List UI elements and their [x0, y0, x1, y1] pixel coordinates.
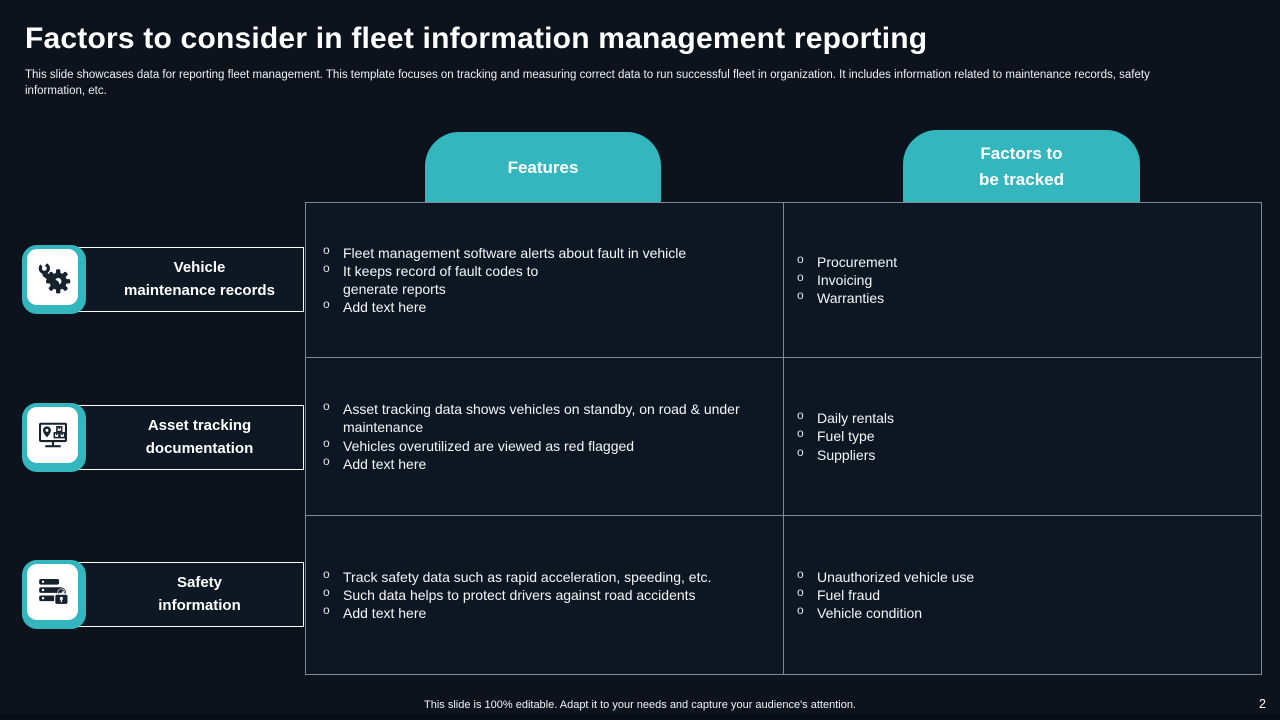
row-label-vehicle-maintenance-records: Vehicle maintenance records [57, 247, 304, 312]
feature-list: Asset tracking data shows vehicles on st… [320, 399, 740, 473]
feature-list: Fleet management software alerts about f… [320, 243, 686, 316]
factor-item: Procurement [794, 252, 897, 271]
feature-item: Track safety data such as rapid accelera… [320, 567, 711, 586]
feature-item: Fleet management software alerts about f… [320, 243, 686, 262]
features-cell-vehicle-maintenance: Fleet management software alerts about f… [306, 203, 784, 358]
features-cell-safety-information: Track safety data such as rapid accelera… [306, 516, 784, 674]
column-header-features-label: Features [507, 157, 579, 177]
row-label-text: Safety information [158, 574, 241, 614]
column-header-factors-label: Factors to be tracked [978, 144, 1065, 189]
factor-item: Invoicing [794, 270, 897, 289]
row-label-safety-information: Safety information [57, 562, 304, 627]
feature-item: Add text here [320, 454, 740, 473]
factor-item: Unauthorized vehicle use [794, 567, 974, 586]
icon-tile-asset-tracking [22, 403, 86, 472]
wrench-gear-icon [27, 249, 78, 305]
factor-item: Fuel fraud [794, 585, 974, 604]
features-cell-asset-tracking: Asset tracking data shows vehicles on st… [306, 358, 784, 516]
feature-item: Add text here [320, 297, 686, 316]
icon-tile-safety-information [22, 560, 86, 629]
fleet-reporting-table: Fleet management software alerts about f… [305, 202, 1262, 675]
factor-item: Warranties [794, 288, 897, 307]
feature-item: Add text here [320, 603, 711, 622]
factors-cell-safety-information: Unauthorized vehicle use Fuel fraud Vehi… [784, 516, 1261, 674]
factor-item: Suppliers [794, 445, 894, 464]
row-label-text: Vehicle maintenance records [124, 259, 275, 299]
monitor-location-pin-icon [27, 407, 78, 463]
factors-cell-asset-tracking: Daily rentals Fuel type Suppliers [784, 358, 1261, 516]
feature-list: Track safety data such as rapid accelera… [320, 567, 711, 622]
feature-item: Vehicles overutilized are viewed as red … [320, 435, 740, 455]
slide-title: Factors to consider in fleet information… [25, 22, 928, 55]
factor-list: Procurement Invoicing Warranties [794, 252, 897, 307]
factor-list: Unauthorized vehicle use Fuel fraud Vehi… [794, 567, 974, 622]
column-header-factors: Factors to be tracked [903, 130, 1140, 203]
slide-subtitle: This slide showcases data for reporting … [25, 69, 1150, 97]
page-number: 2 [1259, 697, 1266, 711]
factor-item: Vehicle condition [794, 603, 974, 622]
factors-cell-vehicle-maintenance: Procurement Invoicing Warranties [784, 203, 1261, 358]
server-lock-icon [27, 564, 78, 620]
factor-item: Fuel type [794, 426, 894, 445]
row-label-asset-tracking-documentation: Asset tracking documentation [57, 405, 304, 470]
column-header-features: Features [425, 132, 661, 203]
feature-item: It keeps record of fault codes to genera… [320, 261, 686, 298]
feature-item: Such data helps to protect drivers again… [320, 585, 711, 604]
feature-item: Asset tracking data shows vehicles on st… [320, 399, 740, 436]
row-label-text: Asset tracking documentation [145, 417, 254, 457]
bottom-edge-strip [0, 714, 1280, 720]
factor-item: Daily rentals [794, 408, 894, 427]
icon-tile-vehicle-maintenance [22, 245, 86, 314]
footer-note: This slide is 100% editable. Adapt it to… [424, 699, 856, 711]
factor-list: Daily rentals Fuel type Suppliers [794, 408, 894, 464]
